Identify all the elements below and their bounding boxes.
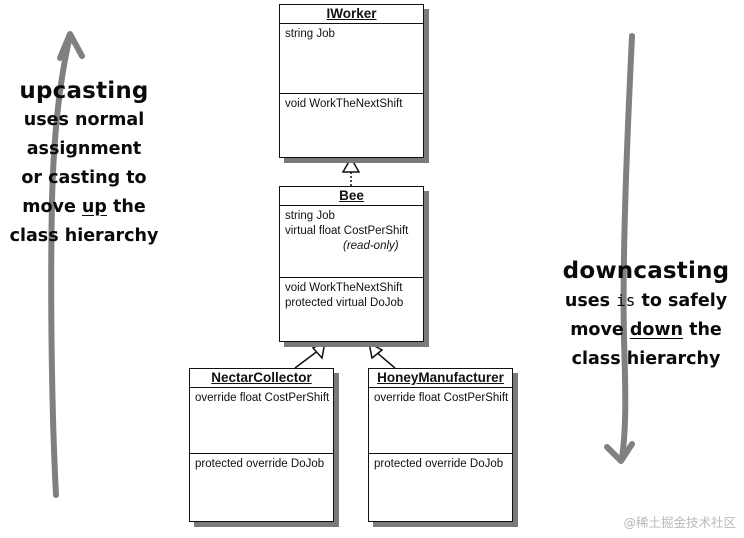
upcasting-line: assignment <box>26 139 142 159</box>
downcasting-heading: downcasting <box>562 258 730 284</box>
bee-methods: void WorkTheNextShift protected virtual … <box>280 278 423 311</box>
upcasting-line: move up the <box>0 193 168 222</box>
downcasting-arrow-shaft <box>619 33 635 461</box>
bee-attribute: string Job <box>285 210 335 222</box>
nectarcollector-method: protected override DoJob <box>195 458 325 470</box>
nectar-to-bee-line <box>294 349 320 369</box>
honeymanufacturer-methods: protected override DoJob <box>369 454 512 472</box>
nectarcollector-attributes: override float CostPerShift <box>190 388 333 454</box>
upcasting-line: or casting to <box>21 168 147 188</box>
honeymanufacturer-attributes: override float CostPerShift <box>369 388 512 454</box>
upcasting-caption: upcasting uses normal assignment or cast… <box>0 76 168 251</box>
upcasting-line: uses normal <box>23 110 145 130</box>
bee-readonly-note: (read-only) <box>343 240 399 252</box>
honeymanufacturer-attribute: override float CostPerShift <box>374 392 509 404</box>
class-box-bee: Bee string Job virtual float CostPerShif… <box>279 186 424 342</box>
class-name-iworker: IWorker <box>280 5 423 24</box>
bee-method: protected virtual DoJob <box>285 297 404 309</box>
downcasting-the-text: the <box>683 320 722 340</box>
nectarcollector-attribute: override float CostPerShift <box>195 392 330 404</box>
upcasting-move-text: move <box>22 197 82 217</box>
class-box-honeymanufacturer: HoneyManufacturer override float CostPer… <box>368 368 513 522</box>
class-box-iworker: IWorker string Job void WorkTheNextShift <box>279 4 424 158</box>
iworker-attribute: string Job <box>285 28 335 40</box>
class-name-bee: Bee <box>280 187 423 206</box>
honey-inheritance-arrowhead <box>367 341 384 360</box>
class-name-honeymanufacturer: HoneyManufacturer <box>369 369 512 388</box>
upcasting-up-emphasis: up <box>81 197 107 217</box>
upcasting-line: class hierarchy <box>9 226 159 246</box>
class-name-nectarcollector: NectarCollector <box>190 369 333 388</box>
downcasting-line: move down the <box>548 316 744 345</box>
iworker-attributes: string Job <box>280 24 423 94</box>
nectarcollector-methods: protected override DoJob <box>190 454 333 472</box>
bee-method: void WorkTheNextShift <box>285 282 403 294</box>
downcasting-arrowhead <box>604 441 635 464</box>
downcasting-line: class hierarchy <box>571 349 721 369</box>
iworker-method: void WorkTheNextShift <box>285 98 403 110</box>
upcasting-heading: upcasting <box>19 78 149 104</box>
bee-attribute: virtual float CostPerShift <box>285 225 409 237</box>
interface-realization-arrowhead <box>341 156 361 173</box>
downcasting-down-emphasis: down <box>629 320 684 340</box>
downcasting-line: uses is to safely <box>548 286 744 316</box>
downcasting-is-keyword: is <box>616 291 636 310</box>
upcasting-arrowhead <box>57 31 85 61</box>
bee-attributes: string Job virtual float CostPerShift (r… <box>280 206 423 278</box>
honeymanufacturer-method: protected override DoJob <box>374 458 504 470</box>
downcasting-move-text: move <box>570 320 630 340</box>
class-box-nectarcollector: NectarCollector override float CostPerSh… <box>189 368 334 522</box>
upcasting-the-text: the <box>106 197 146 217</box>
nectar-inheritance-arrowhead <box>311 340 327 360</box>
downcasting-uses-text: uses <box>564 291 617 311</box>
watermark: @稀土掘金技术社区 <box>623 515 736 530</box>
downcasting-caption: downcasting uses is to safely move down … <box>548 256 744 374</box>
upcasting-arrow-shaft <box>48 33 73 498</box>
iworker-methods: void WorkTheNextShift <box>280 94 423 112</box>
downcasting-safely-text: to safely <box>635 291 728 311</box>
